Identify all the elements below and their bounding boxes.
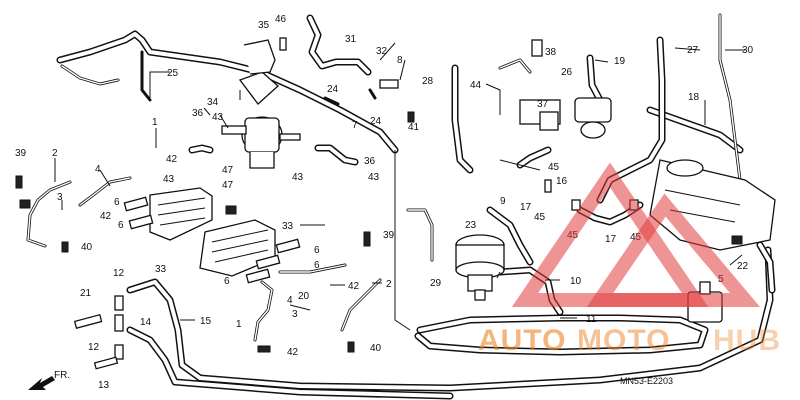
callout-33b: 33 <box>282 221 294 232</box>
callout-40a: 40 <box>81 242 93 253</box>
bolt-46 <box>279 37 287 51</box>
callout-34: 34 <box>207 97 219 108</box>
leader-lines <box>54 42 745 321</box>
callout-24b: 24 <box>370 116 382 127</box>
connectors <box>73 39 639 370</box>
callout-31: 31 <box>345 34 357 45</box>
callout-14: 14 <box>140 317 152 328</box>
callout-42a: 42 <box>166 154 178 165</box>
callout-47b: 47 <box>222 180 234 191</box>
callout-12b: 12 <box>88 342 100 353</box>
callout-37: 37 <box>537 99 549 110</box>
callout-38: 38 <box>545 47 557 58</box>
callout-23: 23 <box>465 220 477 231</box>
callout-42d: 42 <box>287 347 299 358</box>
callout-43c: 43 <box>368 172 380 183</box>
diagram-code: MN53-E2203 <box>620 376 673 386</box>
callout-39b: 39 <box>383 230 395 241</box>
solenoid-valve <box>221 116 301 169</box>
callout-45a: 45 <box>548 162 560 173</box>
callout-1b: 1 <box>236 319 242 330</box>
callout-18: 18 <box>688 92 700 103</box>
callout-12a: 12 <box>113 268 125 279</box>
callout-42b: 42 <box>100 211 112 222</box>
callout-19: 19 <box>614 56 626 67</box>
callout-8: 8 <box>397 55 403 66</box>
callout-39a: 39 <box>15 148 27 159</box>
callout-17a: 17 <box>520 202 532 213</box>
callout-41: 41 <box>408 122 420 133</box>
watermark-hub: HUB <box>713 324 781 357</box>
callout-28: 28 <box>422 76 434 87</box>
callout-1a: 1 <box>152 117 158 128</box>
callout-35: 35 <box>258 20 270 31</box>
bracket-34 <box>238 71 279 105</box>
callout-20: 20 <box>298 291 310 302</box>
callout-26: 26 <box>561 67 573 78</box>
callout-4b: 4 <box>287 295 293 306</box>
callout-36b: 36 <box>364 156 376 167</box>
callout-labels: 1 1 2 2 3 3 4 4 5 6 6 6 6 6 7 8 9 10 11 … <box>15 14 754 391</box>
callout-11: 11 <box>586 314 597 325</box>
valve-26-37 <box>519 97 612 139</box>
callout-21: 21 <box>80 288 92 299</box>
callout-29: 29 <box>430 278 442 289</box>
callout-46: 46 <box>275 14 287 25</box>
front-label: FR. <box>54 370 70 381</box>
callout-4a: 4 <box>95 164 101 175</box>
callout-15: 15 <box>200 316 212 327</box>
callout-2a: 2 <box>52 148 58 159</box>
callout-16: 16 <box>556 176 568 187</box>
fittings-6 <box>123 196 301 284</box>
callout-36a: 36 <box>192 108 204 119</box>
callout-6d: 6 <box>314 260 320 271</box>
callout-24a: 24 <box>327 84 339 95</box>
callout-17b: 17 <box>605 234 617 245</box>
callout-22: 22 <box>737 261 749 272</box>
callout-2b: 2 <box>386 279 392 290</box>
watermark-auto: AUTO <box>478 324 566 357</box>
manifold-33-upper <box>149 187 213 241</box>
watermark-moto: MOTO <box>577 324 670 357</box>
callout-10: 10 <box>570 276 582 287</box>
callout-7: 7 <box>352 120 358 131</box>
callout-40b: 40 <box>370 343 382 354</box>
canister-23 <box>455 234 505 301</box>
callout-9: 9 <box>500 196 506 207</box>
callout-6c: 6 <box>314 245 320 256</box>
callout-42c: 42 <box>348 281 360 292</box>
front-direction-arrow: FR. <box>28 370 70 390</box>
callout-47a: 47 <box>222 165 234 176</box>
callout-43d: 43 <box>163 174 175 185</box>
callout-43b: 43 <box>292 172 304 183</box>
callout-6e: 6 <box>224 276 230 287</box>
callout-6a: 6 <box>114 197 120 208</box>
callout-32: 32 <box>376 46 388 57</box>
bracket-35 <box>243 39 276 75</box>
callout-45b: 45 <box>534 212 546 223</box>
callout-6b: 6 <box>118 220 124 231</box>
callout-25: 25 <box>167 68 179 79</box>
callout-27: 27 <box>687 45 699 56</box>
callout-3a: 3 <box>57 192 63 203</box>
callout-44: 44 <box>470 80 482 91</box>
bolts <box>15 111 743 353</box>
callout-30: 30 <box>742 45 754 56</box>
callout-13: 13 <box>98 380 110 391</box>
callout-33a: 33 <box>155 264 167 275</box>
watermark-logo: AUTO MOTO HUB <box>478 162 781 357</box>
callout-43a: 43 <box>212 112 224 123</box>
callout-3b: 3 <box>292 309 298 320</box>
